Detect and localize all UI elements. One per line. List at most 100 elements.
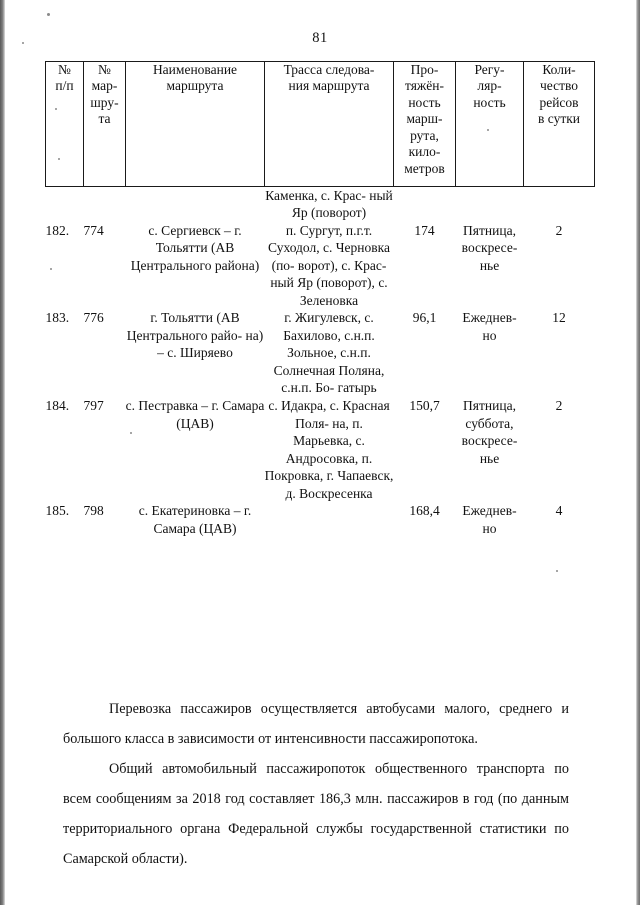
header-cell-route-track: Трасса следова- ния маршрута (264, 61, 394, 187)
header-line: та (98, 111, 111, 127)
header-cell-route-name: Наименование маршрута (125, 61, 265, 187)
header-line: ния маршрута (288, 78, 370, 94)
header-line: тяжён- (405, 78, 444, 94)
header-line: маршрута (166, 78, 224, 94)
table-row: 182. 774 с. Сергиевск – г. Тольятти (АВ … (46, 222, 595, 310)
text-line: с. Красная Поля- (295, 398, 390, 431)
text-line: гатырь (337, 380, 377, 396)
text-line: с.н.п. Солнечная (273, 345, 371, 378)
header-cell-num: № п/п (45, 61, 84, 187)
cell-num: 182. (45, 222, 70, 238)
cell-regularity: Ежеднев- но (456, 309, 524, 397)
scan-speck (47, 13, 50, 16)
cell-regularity: Ежеднев- но (456, 502, 524, 537)
header-line: рута, (410, 127, 439, 143)
text-line: ный Яр (поворот), (270, 275, 375, 291)
header-line: Наименование (152, 62, 238, 77)
scan-edge-left (0, 0, 5, 905)
cell-trips-per-day: 2 (555, 398, 563, 413)
cell-regularity: Пятница, воскресе- нье (456, 222, 524, 310)
text-line: но (482, 327, 497, 343)
cell-length: 150,7 (409, 398, 440, 413)
text-line: Поляна, с.н.п. Бо- (281, 362, 385, 396)
cell-route-name: с. Сергиевск – г. Тольятти (АВ Центральн… (126, 222, 265, 310)
continuation-cell-empty (46, 187, 84, 222)
paragraph-2: Общий автомобильный пассажиропоток общес… (63, 761, 569, 867)
text-line: с. Андросовка, (285, 433, 365, 466)
header-line: ность (408, 94, 441, 110)
header-cell-length: Про- тяжён- ность марш- рута, кило- метр… (393, 61, 456, 187)
header-line: № (98, 62, 111, 77)
continuation-line: ный Яр (поворот) (291, 188, 393, 221)
text-line: Центрального райо- (126, 327, 243, 343)
text-line: п. Сургут, (285, 222, 343, 238)
cell-length: 96,1 (412, 310, 437, 326)
continuation-cell-track: Каменка, с. Крас- ный Яр (поворот) (265, 187, 394, 222)
text-line: п.г.т. Суходол, (268, 222, 373, 256)
routes-table: № п/п № мар- шру- та Наименование маршру… (45, 61, 595, 537)
text-line: Ежеднев- (462, 503, 517, 519)
paragraph-1: Перевозка пассажиров осуществляется авто… (63, 701, 569, 747)
scan-speck (22, 42, 24, 44)
text-line: г. Чапаевск, (326, 468, 394, 484)
text-line: на) – с. Ширяево (157, 327, 264, 361)
text-line: с. Пестравка – (125, 398, 209, 413)
page-number: 81 (312, 30, 328, 46)
continuation-line: Каменка, с. Крас- (265, 188, 366, 203)
cell-route-name: с. Пестравка – г. Самара (ЦАВ) (126, 397, 265, 502)
header-line: ность (473, 94, 506, 110)
header-line: рейсов (539, 94, 579, 110)
header-line: № (58, 62, 71, 77)
cell-route-track: с. Идакра, с. Красная Поля- на, п. Марье… (265, 397, 394, 502)
text-line: Ежеднев- (462, 310, 517, 326)
cell-route-number: 798 (83, 503, 104, 519)
continuation-cell-empty (456, 187, 524, 222)
cell-num: 185. (45, 503, 70, 519)
cell-num: 183. (45, 310, 70, 326)
text-line: (АВ Центрального (130, 240, 235, 273)
text-line: воскресе- (461, 433, 518, 449)
text-line: с.н.п. Зольное, (287, 327, 375, 361)
text-line: с. Черновка (по- (271, 240, 390, 273)
scan-speck (50, 268, 52, 270)
header-cell-regularity: Регу- ляр- ность (455, 61, 524, 187)
cell-route-number: 774 (83, 222, 104, 238)
cell-route-number: 797 (83, 398, 104, 413)
header-line: Коли- (542, 62, 576, 77)
cell-trips-per-day: 12 (552, 310, 566, 326)
text-line: с. Екатериновка – (138, 503, 241, 519)
header-line: марш- (406, 111, 443, 127)
header-line: Регу- (474, 62, 505, 77)
text-line: нье (479, 257, 500, 273)
text-line: Пятница, (463, 222, 516, 238)
cell-num: 184. (45, 398, 70, 413)
header-line: ляр- (477, 78, 502, 94)
text-line: суббота, (465, 415, 514, 431)
text-line: района) (214, 257, 260, 273)
cell-route-name: с. Екатериновка – г. Самара (ЦАВ) (126, 502, 265, 537)
cell-route-track (265, 502, 394, 537)
text-line: г. Самара (ЦАВ) (153, 503, 252, 536)
cell-route-track: п. Сургут, п.г.т. Суходол, с. Черновка (… (265, 222, 394, 310)
text-line: с. Сергиевск – (148, 222, 231, 238)
cell-route-number: 776 (83, 310, 104, 326)
header-line: п/п (55, 78, 74, 94)
cell-route-name: г. Тольятти (АВ Центрального райо- на) –… (126, 309, 265, 397)
table-continuation-row: Каменка, с. Крас- ный Яр (поворот) (46, 187, 595, 222)
text-line: воскресе- (461, 240, 518, 256)
cell-length: 174 (414, 222, 435, 238)
header-line: кило- (408, 144, 441, 160)
header-line: чество (539, 78, 579, 94)
table-header-row: № п/п № мар- шру- та Наименование маршру… (45, 61, 595, 187)
continuation-cell-empty (126, 187, 265, 222)
cell-route-track: г. Жигулевск, с. Бахилово, с.н.п. Зольно… (265, 309, 394, 397)
text-line: с. Зеленовка (299, 275, 388, 308)
body-text: Перевозка пассажиров осуществляется авто… (63, 694, 569, 874)
header-cell-trips-per-day: Коли- чество рейсов в сутки (523, 61, 595, 187)
text-line: п. Покровка, (264, 450, 373, 484)
text-line: с. Идакра, (268, 398, 327, 413)
cell-regularity: Пятница, суббота, воскресе- нье (456, 397, 524, 502)
header-line: шру- (90, 94, 119, 110)
header-line: в сутки (538, 111, 580, 127)
